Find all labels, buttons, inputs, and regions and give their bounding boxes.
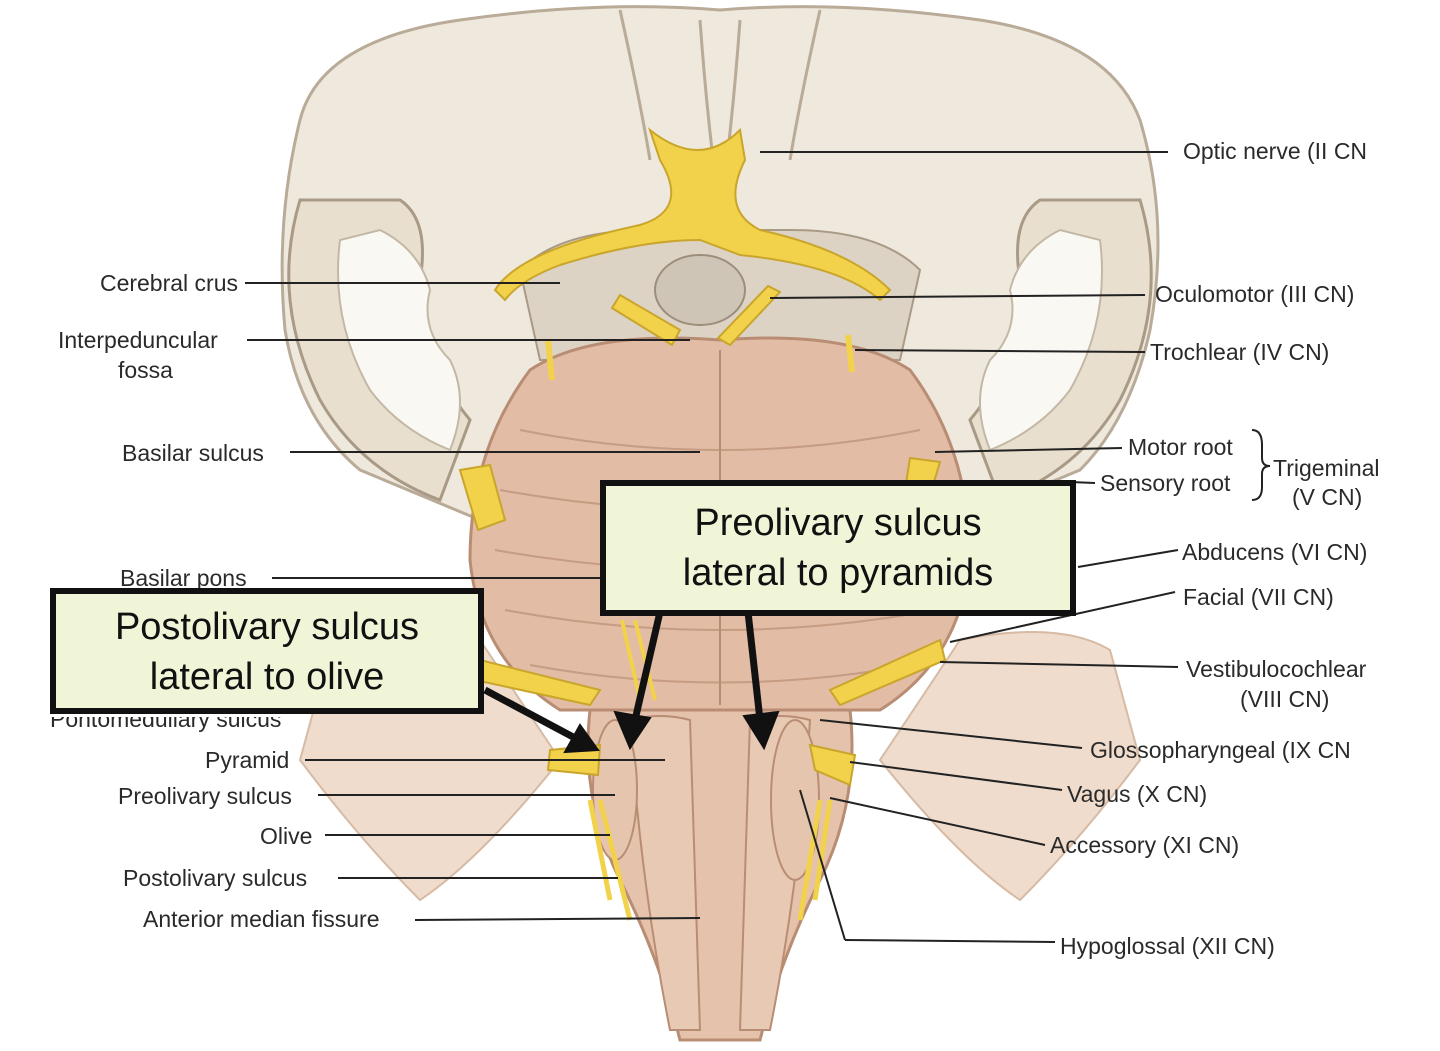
right-trochlear-nerve xyxy=(845,334,855,373)
label-optic-nerve: Optic nerve (II CN xyxy=(1183,138,1368,164)
left-accessory-rootlets xyxy=(587,799,633,921)
callout-preolivary-line2: lateral to pyramids xyxy=(682,552,994,594)
label-hypoglossal: Hypoglossal (XII CN) xyxy=(1060,933,1275,959)
left-oculomotor-nerve xyxy=(610,293,682,347)
right-accessory-rootlets xyxy=(797,799,833,921)
label-vestibulocochlear-cn: (VIII CN) xyxy=(1240,686,1330,712)
label-interpeduncular-fossa: fossa xyxy=(118,357,173,383)
label-preolivary-sulcus: Preolivary sulcus xyxy=(118,783,292,809)
label-trochlear: Trochlear (IV CN) xyxy=(1150,339,1330,365)
label-glossopharyngeal: Glossopharyngeal (IX CN xyxy=(1090,737,1351,763)
right-facial-vestibulocochlear xyxy=(828,638,947,707)
label-abducens: Abducens (VI CN) xyxy=(1182,539,1368,565)
callout-postolivary-line1: Postolivary sulcus xyxy=(114,606,420,648)
label-basilar-sulcus: Basilar sulcus xyxy=(122,440,264,466)
label-trigeminal: Trigeminal xyxy=(1273,455,1380,481)
label-facial: Facial (VII CN) xyxy=(1183,584,1334,610)
right-glossopharyngeal-vagus xyxy=(808,743,857,787)
label-sensory-root: Sensory root xyxy=(1100,470,1231,496)
left-trigeminal-nerve xyxy=(458,463,507,532)
leader-lines xyxy=(245,151,1179,943)
label-pontomedullary-sulcus: Pontomedullary sulcus xyxy=(50,706,282,732)
right-cerebellar-fringe xyxy=(878,631,1142,902)
label-basilar-pons: Basilar pons xyxy=(120,565,247,591)
left-nerve-branch-pons xyxy=(620,619,657,701)
label-olive: Olive xyxy=(260,823,313,849)
label-pyramid: Pyramid xyxy=(205,747,290,773)
callout-preolivary-line1: Preolivary sulcus xyxy=(694,502,982,544)
optic-chiasm xyxy=(493,127,892,302)
label-trigeminal-cn: (V CN) xyxy=(1292,484,1363,510)
trigeminal-brace xyxy=(1251,429,1271,501)
right-oculomotor-nerve xyxy=(716,284,782,347)
right-hippocampal-white-matter xyxy=(979,228,1103,452)
callout-postolivary-line2: lateral to olive xyxy=(149,656,385,698)
label-vestibulocochlear: Vestibulocochlear xyxy=(1186,656,1367,682)
label-oculomotor: Oculomotor (III CN) xyxy=(1155,281,1355,307)
callout-postolivary: Postolivary sulcus lateral to olive xyxy=(50,588,484,714)
callout-arrows xyxy=(483,611,780,754)
label-motor-root: Motor root xyxy=(1128,434,1233,460)
mammillary-bodies xyxy=(654,254,746,326)
left-trochlear-nerve xyxy=(545,339,555,381)
label-postolivary-sulcus: Postolivary sulcus xyxy=(123,865,308,891)
label-vagus: Vagus (X CN) xyxy=(1067,781,1208,807)
label-anterior-median-fissure: Anterior median fissure xyxy=(143,906,380,932)
label-interpeduncular: Interpeduncular xyxy=(58,327,218,353)
callout-preolivary: Preolivary sulcus lateral to pyramids xyxy=(600,480,1076,616)
label-cerebral-crus: Cerebral crus xyxy=(99,270,238,296)
frontal-gyri xyxy=(618,9,822,161)
label-accessory: Accessory (XI CN) xyxy=(1050,832,1240,858)
